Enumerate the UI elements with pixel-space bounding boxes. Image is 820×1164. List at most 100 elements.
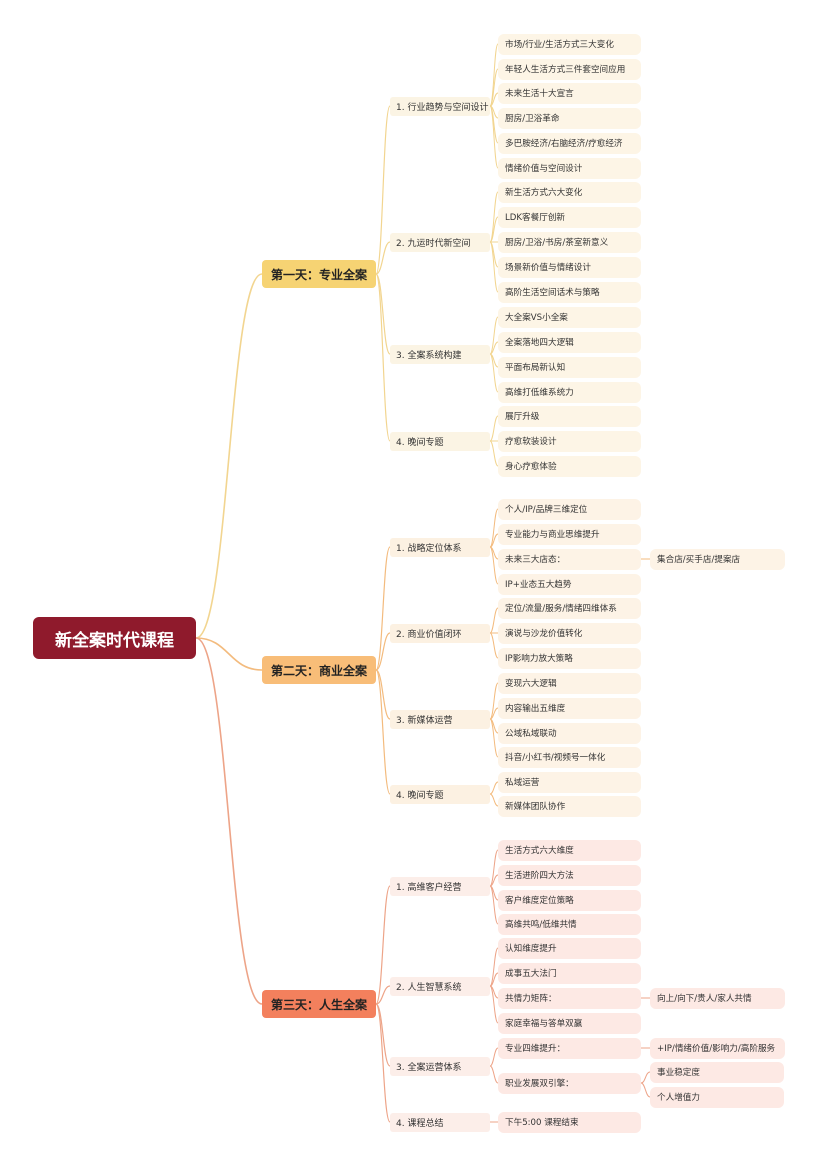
section-to-item-link: [489, 216, 499, 243]
section-to-item-link: [489, 793, 499, 807]
section-node: 3. 全案系统构建: [390, 344, 490, 364]
section-to-item-link: [489, 607, 499, 634]
section-node: 3. 全案运营体系: [390, 1056, 490, 1076]
day-node: 第一天：专业全案: [262, 260, 376, 288]
section-to-item-link: [489, 707, 499, 720]
day-to-section-link: [375, 241, 391, 275]
sub-item-node: 向上/向下/贵人/家人共情: [650, 987, 785, 1009]
item-node: 定位/流量/服务/情绪四维体系: [498, 597, 641, 619]
item-node: 展厅升级: [498, 405, 641, 427]
item-node: 客户维度定位策略: [498, 889, 641, 911]
item-node: 高维打低维系统力: [498, 381, 641, 403]
item-node: 高阶生活空间话术与策略: [498, 281, 641, 303]
root-to-day-link: [195, 637, 263, 671]
section-to-item-link: [489, 682, 499, 720]
item-node: 年轻人生活方式三件套空间应用: [498, 58, 641, 80]
item-node: 多巴胺经济/右脑经济/疗愈经济: [498, 132, 641, 154]
section-node: 4. 晚间专题: [390, 784, 490, 804]
section-to-item-link: [489, 105, 499, 169]
item-node: 全案落地四大逻辑: [498, 331, 641, 353]
item-node: 高维共鸣/低维共情: [498, 913, 641, 935]
item-node: 认知维度提升: [498, 937, 641, 959]
section-to-item-link: [489, 43, 499, 107]
item-node: IP影响力放大策略: [498, 647, 641, 669]
day-to-section-link: [375, 985, 391, 1005]
root-to-day-link: [195, 273, 263, 639]
item-node: 厨房/卫浴革命: [498, 107, 641, 129]
item-node: LDK客餐厅创新: [498, 206, 641, 228]
section-node: 4. 晚间专题: [390, 431, 490, 451]
item-node: 抖音/小红书/视频号一体化: [498, 746, 641, 768]
section-to-item-link: [489, 849, 499, 887]
sub-item-node: 个人增值力: [650, 1086, 784, 1108]
item-node: 疗愈软装设计: [498, 430, 641, 452]
section-to-item-link: [489, 92, 499, 107]
item-node: 变现六大逻辑: [498, 672, 641, 694]
item-node: IP+业态五大趋势: [498, 573, 641, 595]
day-to-section-link: [375, 1003, 391, 1123]
section-to-item-link: [489, 546, 499, 585]
item-to-sub-link: [640, 1082, 651, 1098]
item-node: 公域私域联动: [498, 722, 641, 744]
section-to-item-link: [489, 632, 499, 659]
section-node: 2. 九运时代新空间: [390, 232, 490, 252]
item-node: 厨房/卫浴/书房/茶室新意义: [498, 231, 641, 253]
section-to-item-link: [489, 718, 499, 758]
item-node: 情绪价值与空间设计: [498, 157, 641, 179]
item-node: 私域运营: [498, 771, 641, 793]
day-to-section-link: [375, 669, 391, 795]
item-node: 未来生活十大宣言: [498, 82, 641, 104]
section-to-item-link: [489, 1047, 499, 1067]
section-node: 1. 战略定位体系: [390, 537, 490, 557]
day-node: 第三天：人生全案: [262, 990, 376, 1018]
section-node: 1. 行业趋势与空间设计: [390, 96, 490, 116]
section-to-item-link: [489, 781, 499, 795]
item-node: 职业发展双引擎：: [498, 1072, 641, 1094]
section-to-item-link: [489, 241, 499, 293]
section-to-item-link: [489, 353, 499, 393]
item-node: 平面布局新认知: [498, 356, 641, 378]
section-node: 4. 课程总结: [390, 1112, 490, 1132]
item-node: 未来三大店态：: [498, 548, 641, 570]
section-to-item-link: [489, 874, 499, 887]
root-node: 新全案时代课程: [33, 617, 196, 659]
day-to-section-link: [375, 105, 391, 275]
section-node: 3. 新媒体运营: [390, 709, 490, 729]
root-to-day-link: [195, 637, 263, 1005]
section-to-item-link: [489, 508, 499, 548]
section-to-item-link: [489, 440, 499, 467]
item-node: 新媒体团队协作: [498, 795, 641, 817]
section-to-item-link: [489, 985, 499, 1024]
sub-item-node: 事业稳定度: [650, 1061, 784, 1083]
item-node: 场景新价值与情绪设计: [498, 256, 641, 278]
item-node: 演说与沙龙价值转化: [498, 622, 641, 644]
section-to-item-link: [489, 68, 499, 107]
item-node: 大全案VS小全案: [498, 306, 641, 328]
item-node: 共情力矩阵：: [498, 987, 641, 1009]
item-node: 市场/行业/生活方式三大变化: [498, 33, 641, 55]
section-to-item-link: [489, 947, 499, 987]
item-node: 新生活方式六大变化: [498, 181, 641, 203]
item-node: 专业能力与商业思维提升: [498, 523, 641, 545]
day-to-section-link: [375, 273, 391, 355]
item-node: 内容输出五维度: [498, 697, 641, 719]
day-node: 第二天：商业全案: [262, 656, 376, 684]
item-node: 专业四维提升：: [498, 1037, 641, 1059]
sub-item-node: 集合店/买手店/提案店: [650, 548, 785, 570]
section-to-item-link: [489, 972, 499, 987]
item-node: 家庭幸福与答单双赢: [498, 1012, 641, 1034]
section-node: 2. 商业价值闭环: [390, 623, 490, 643]
item-to-sub-link: [640, 1071, 651, 1084]
section-to-item-link: [489, 415, 499, 442]
item-node: 成事五大法门: [498, 962, 641, 984]
item-node: 生活方式六大维度: [498, 839, 641, 861]
item-node: 个人/IP/品牌三维定位: [498, 498, 641, 520]
section-to-item-link: [489, 316, 499, 355]
section-node: 2. 人生智慧系统: [390, 976, 490, 996]
day-to-section-link: [375, 632, 391, 671]
section-to-item-link: [489, 1065, 499, 1084]
sub-item-node: +IP/情绪价值/影响力/高阶服务: [650, 1037, 785, 1059]
section-to-item-link: [489, 191, 499, 243]
item-node: 下午5:00 课程结束: [498, 1111, 641, 1133]
